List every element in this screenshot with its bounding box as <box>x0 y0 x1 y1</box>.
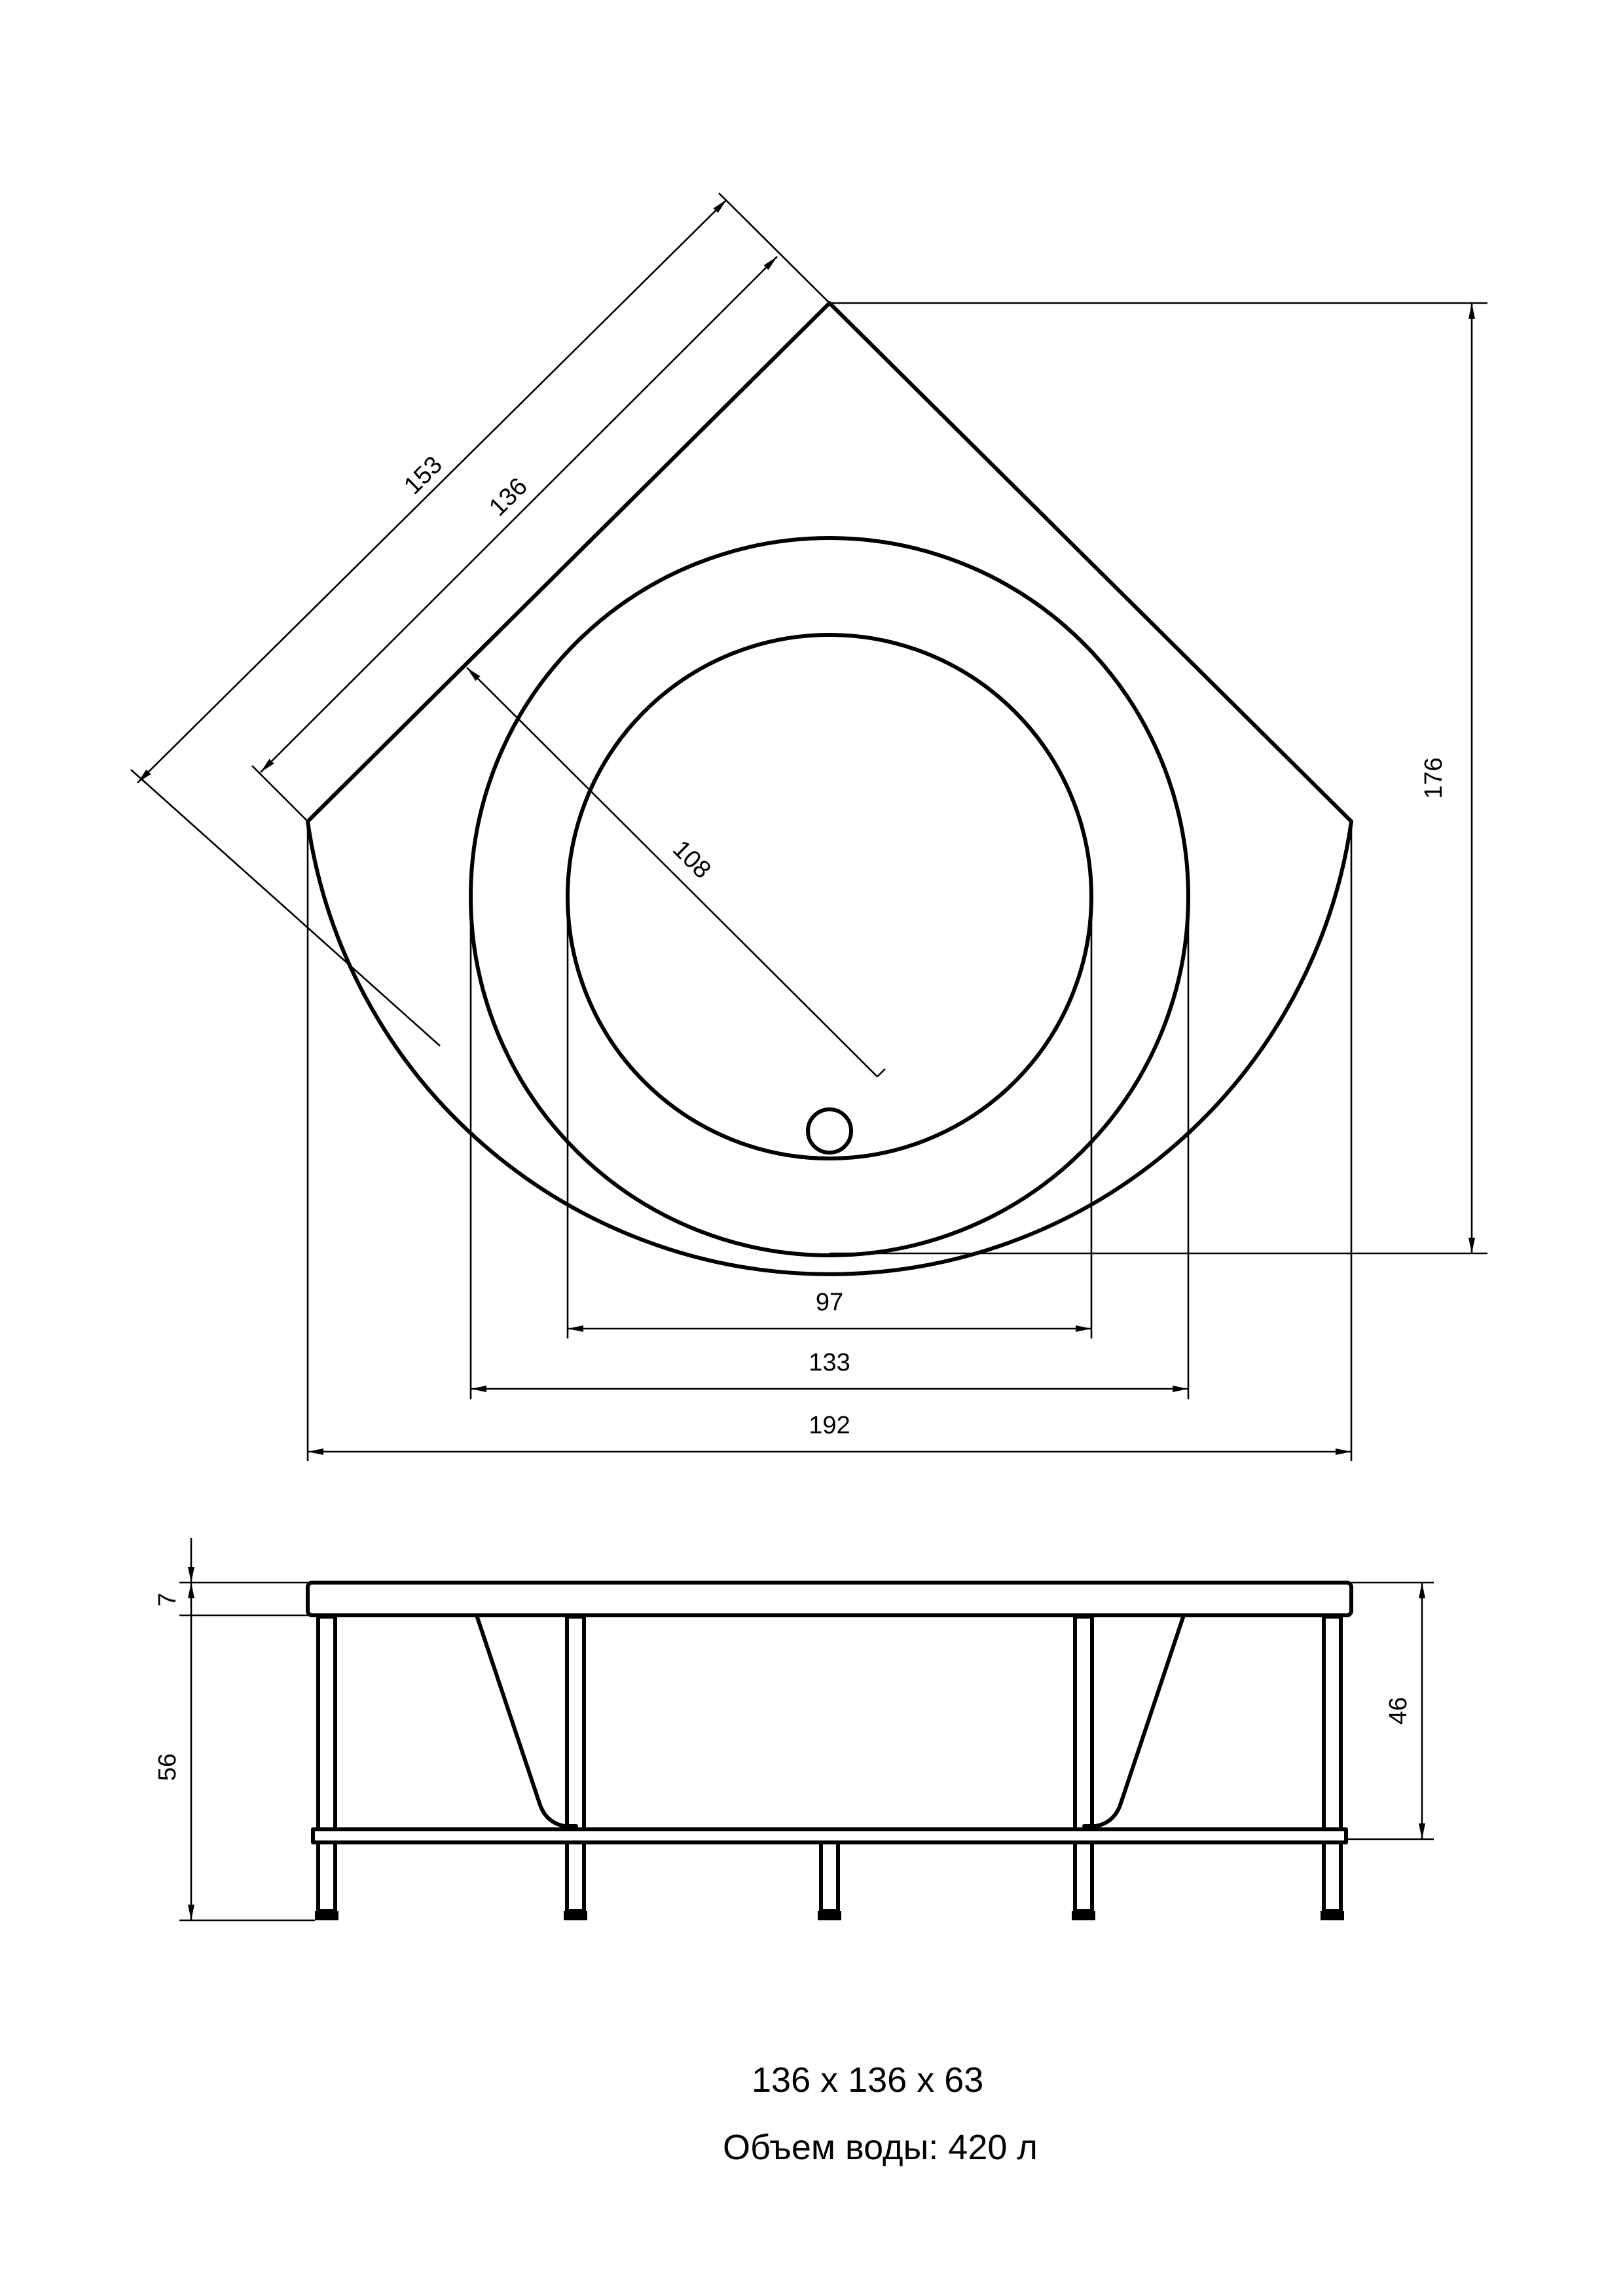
dim-176-label: 176 <box>1420 757 1448 798</box>
size-caption: 136 x 136 x 63 <box>752 2060 984 2100</box>
dim-side-right: 46 <box>1346 1581 1434 1840</box>
dim-56-label: 56 <box>154 1753 181 1781</box>
dim-133-label: 133 <box>809 1349 850 1376</box>
dim-diag-inner: 136 <box>251 256 778 822</box>
frame-upper-legs <box>316 1615 1343 1831</box>
volume-caption: Объем воды: 420 л <box>723 2128 1038 2167</box>
frame-lower-legs <box>316 1840 1343 1913</box>
tub-bowl-left <box>475 1613 578 1828</box>
tub-bowl-right <box>1082 1613 1186 1828</box>
dim-97-label: 97 <box>816 1289 843 1316</box>
dim-108-label: 108 <box>667 835 716 884</box>
dim-192-label: 192 <box>809 1412 850 1439</box>
drain-circle <box>806 1107 853 1155</box>
dim-136-label: 136 <box>484 473 533 521</box>
side-view: 7 56 46 <box>154 1538 1434 1922</box>
frame-feet <box>315 1911 1344 1920</box>
bowl-inner-circle <box>566 633 1093 1160</box>
bowl-outer-circle <box>469 536 1190 1257</box>
dim-height: 176 <box>830 302 1487 1255</box>
dim-widths: 97 133 192 <box>306 821 1353 1461</box>
dim-radius: 108 <box>466 667 886 1077</box>
plan-view: 153 136 108 176 <box>130 192 1487 1461</box>
dim-7-label: 7 <box>154 1592 181 1606</box>
dim-diag-outer: 153 <box>130 192 830 1047</box>
tub-rim <box>306 1581 1353 1617</box>
tub-outline <box>306 301 1353 1276</box>
dim-side-left: 7 56 <box>154 1538 318 1922</box>
dim-153-label: 153 <box>399 451 448 499</box>
dim-46-label: 46 <box>1385 1697 1412 1725</box>
